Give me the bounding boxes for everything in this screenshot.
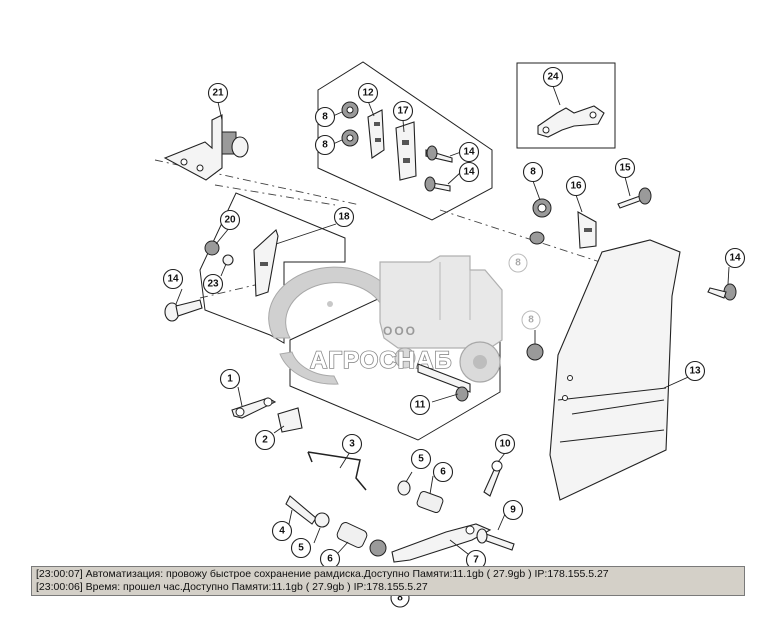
callout-label: 14 [463,167,475,178]
callout-label: 4 [279,526,285,537]
left-fasteners [164,229,544,361]
callout-4: 4 [271,520,293,542]
callout-5: 5 [410,448,432,470]
callout-8: 8 [314,106,336,128]
callout-label: 18 [338,212,350,223]
callout-18: 18 [333,206,355,228]
callout-label: 8 [515,258,521,269]
callout-2: 2 [254,429,276,451]
bracket-group-frame [317,61,493,221]
callout-8: 8 [314,134,336,156]
callout-label: 9 [510,505,516,516]
callout-label: 14 [463,147,475,158]
callout-23: 23 [202,273,224,295]
callout-label: 6 [327,554,333,565]
callout-label: 21 [212,88,224,99]
callout-14: 14 [458,161,480,183]
callout-label: 20 [224,215,236,226]
watermark-prefix: ООО [383,324,417,338]
nuts-and-brackets [341,101,453,192]
plate-24-frame [516,62,616,149]
callout-1: 1 [219,368,241,390]
callout-label: 7 [473,555,479,566]
bracket-16-group [529,187,652,249]
callout-16: 16 [565,175,587,197]
linkage-parts [231,363,515,563]
callout-14: 14 [724,247,746,269]
callout-label: 15 [619,163,631,174]
callout-14: 14 [458,141,480,163]
callout-6: 6 [432,461,454,483]
callout-label: 14 [729,253,741,264]
callout-8: 8 [522,161,544,183]
callout-label: 14 [167,274,179,285]
cover-plate-13 [549,239,737,501]
callout-label: 13 [689,366,701,377]
callout-15: 15 [614,157,636,179]
watermark-logo: ООО АГРОСНАБ [268,255,503,385]
callout-label: 23 [207,279,219,290]
callout-label: 8 [528,315,534,326]
callout-12: 12 [357,82,379,104]
callout-label: 8 [530,167,536,178]
callout-label: 6 [440,467,446,478]
callout-21: 21 [207,82,229,104]
angle-bracket-21 [163,114,249,181]
callout-label: 8 [397,593,403,604]
callout-label: 8 [322,112,328,123]
callout-20: 20 [219,209,241,231]
callout-8-faded: 8 [508,253,528,273]
callout-13: 13 [684,360,706,382]
callout-label: 10 [499,439,511,450]
callout-label: 5 [418,454,424,465]
leader-lines [175,85,730,555]
callout-9: 9 [502,499,524,521]
log-line: [23:00:07] Автоматизация: провожу быстро… [36,568,609,580]
callout-label: 8 [322,140,328,151]
log-line: [23:00:06] Время: прошел час.Доступно Па… [36,581,428,593]
callout-label: 3 [349,439,355,450]
callout-label: 24 [547,72,559,83]
callout-3: 3 [341,433,363,455]
callout-label: 17 [397,106,409,117]
status-log-panel: [23:00:07] Автоматизация: провожу быстро… [31,566,745,596]
callout-11: 11 [409,394,431,416]
callout-8-faded: 8 [521,310,541,330]
callout-label: 12 [362,88,374,99]
callout-label: 5 [298,543,304,554]
callout-24: 24 [542,66,564,88]
callout-10: 10 [494,433,516,455]
callout-label: 16 [570,181,582,192]
callout-label: 1 [227,374,233,385]
callout-17: 17 [392,100,414,122]
callout-5: 5 [290,537,312,559]
callout-label: 11 [415,400,426,411]
callout-label: 2 [262,435,268,446]
callout-14: 14 [162,268,184,290]
